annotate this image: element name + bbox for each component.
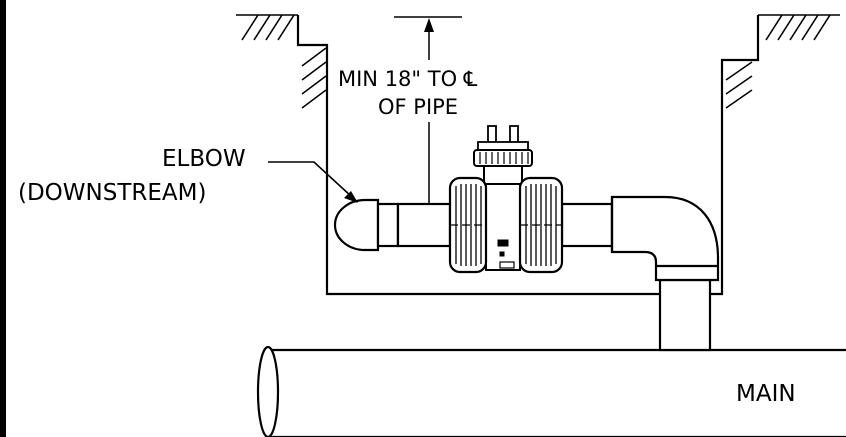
dimension-label-line2: OF PIPE <box>378 95 459 119</box>
dimension-arrow-up <box>424 18 434 32</box>
main-label: MAIN <box>736 381 796 407</box>
dimension-label-line1: MIN 18" TO ℄ <box>338 67 478 91</box>
ground-right <box>758 14 840 41</box>
left-edge-border <box>0 0 6 437</box>
pit-wall-hatch <box>301 47 753 109</box>
elbow-upstream <box>610 195 720 282</box>
flow-meter <box>448 125 564 274</box>
elbow-leader-arrow <box>344 191 358 203</box>
pipe-right-run <box>560 202 614 248</box>
elbow-downstream <box>333 198 400 252</box>
elbow-label-line2: (DOWNSTREAM) <box>18 180 207 206</box>
pit-outline <box>296 15 760 296</box>
ground-left <box>236 14 298 41</box>
main-pipe <box>256 345 846 437</box>
elbow-leader <box>268 161 353 198</box>
riser-pipe <box>658 278 712 352</box>
pipe-left-run <box>396 202 452 248</box>
elbow-label-line1: ELBOW <box>162 146 246 172</box>
